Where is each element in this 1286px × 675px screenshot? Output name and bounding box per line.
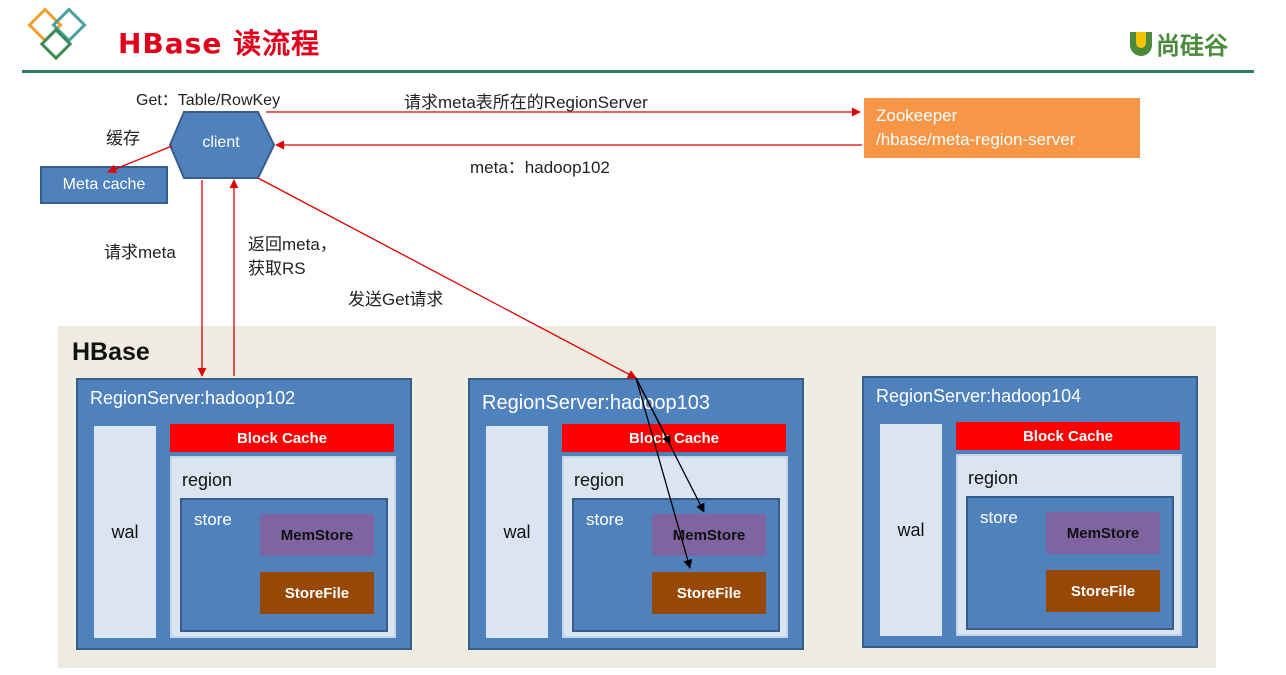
arrow-to-storefile bbox=[635, 377, 693, 569]
region-label: region bbox=[182, 470, 233, 490]
store-box: store MemStore StoreFile bbox=[966, 496, 1174, 630]
storefile: StoreFile bbox=[652, 572, 766, 614]
region-server-hadoop102: RegionServer:hadoop102 wal Block Cache r… bbox=[76, 378, 412, 650]
zookeeper-box: Zookeeper /hbase/meta-region-server bbox=[864, 98, 1140, 158]
store-label: store bbox=[586, 510, 624, 529]
memstore: MemStore bbox=[260, 514, 374, 556]
wal-box: wal bbox=[486, 426, 548, 638]
store-label: store bbox=[194, 510, 232, 529]
return-meta-label: 返回meta， bbox=[248, 235, 337, 254]
brand-u-icon bbox=[1130, 31, 1152, 56]
get-rs-label: 获取RS bbox=[248, 259, 306, 278]
region-box: region store MemStore StoreFile bbox=[170, 456, 396, 638]
memstore: MemStore bbox=[652, 514, 766, 556]
meta-cache-label: Meta cache bbox=[62, 176, 146, 193]
region-box: region store MemStore StoreFile bbox=[956, 454, 1182, 636]
region-server-title: RegionServer:hadoop104 bbox=[876, 386, 1082, 406]
meta-cache-box: Meta cache bbox=[40, 166, 168, 204]
get-request-label: Get：Table/RowKey bbox=[136, 92, 281, 109]
brand-name: 尚硅谷 bbox=[1156, 32, 1228, 60]
client-label: client bbox=[202, 134, 240, 151]
arrow-client-to-meta-cache bbox=[107, 145, 173, 174]
header-divider bbox=[22, 70, 1254, 73]
send-get-label: 发送Get请求 bbox=[348, 290, 444, 309]
zookeeper-title: Zookeeper bbox=[876, 106, 958, 125]
store-box: store MemStore StoreFile bbox=[180, 498, 388, 632]
arrow-to-memstore bbox=[635, 377, 705, 513]
zookeeper-reply-label: meta：hadoop102 bbox=[470, 158, 610, 177]
wal-box: wal bbox=[94, 426, 156, 638]
page-title: HBase 读流程 bbox=[118, 27, 321, 60]
cache-label: 缓存 bbox=[106, 129, 140, 148]
zookeeper-path: /hbase/meta-region-server bbox=[876, 130, 1076, 149]
wal-label: wal bbox=[111, 521, 139, 542]
memstore: MemStore bbox=[1046, 512, 1160, 554]
wal-label: wal bbox=[897, 519, 925, 540]
region-server-hadoop104: RegionServer:hadoop104 wal Block Cache r… bbox=[862, 376, 1198, 648]
wal-box: wal bbox=[880, 424, 942, 636]
store-label: store bbox=[980, 508, 1018, 527]
storefile: StoreFile bbox=[260, 572, 374, 614]
region-label: region bbox=[574, 470, 625, 490]
storefile: StoreFile bbox=[1046, 570, 1160, 612]
logo-diamond-icon bbox=[27, 7, 87, 61]
block-cache: Block Cache bbox=[170, 424, 394, 452]
region-label: region bbox=[968, 468, 1019, 488]
request-meta-label: 请求meta bbox=[104, 243, 176, 262]
ask-zookeeper-label: 请求meta表所在的RegionServer bbox=[404, 93, 648, 112]
region-server-title: RegionServer:hadoop103 bbox=[482, 392, 710, 414]
hbase-cluster-label: HBase bbox=[72, 338, 150, 366]
wal-label: wal bbox=[503, 521, 531, 542]
region-server-title: RegionServer:hadoop102 bbox=[90, 388, 296, 408]
block-cache: Block Cache bbox=[956, 422, 1180, 450]
brand-logo: 尚硅谷 bbox=[1130, 26, 1228, 61]
arrow-client-to-hadoop103 bbox=[257, 177, 637, 379]
